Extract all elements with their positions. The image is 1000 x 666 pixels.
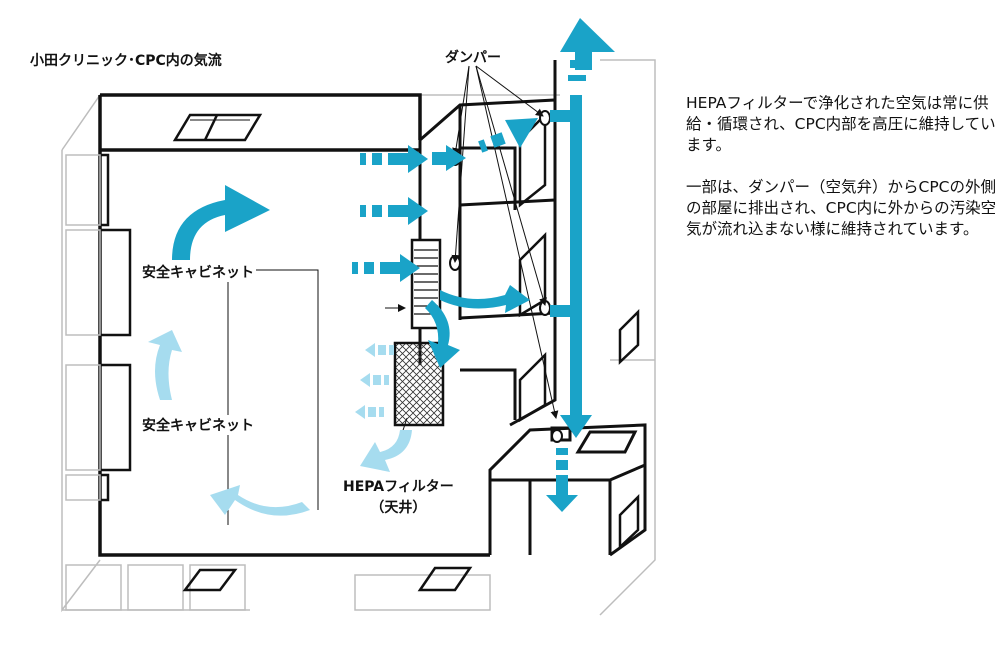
airflow-light-arrows [148, 330, 412, 516]
floor-hatches [182, 566, 473, 592]
hepa-filter-label-line1: HEPAフィルター [343, 479, 454, 495]
inner-doors [518, 111, 547, 423]
leader-lines [227, 65, 559, 525]
anteroom [488, 423, 647, 557]
outer-room [61, 59, 656, 616]
description-paragraph-2: 一部は、ダンパー（空気弁）からCPCの外側の部屋に排出され、CPC内に外からの汚… [686, 178, 997, 238]
hepa-filter-label: HEPAフィルター （天井） [343, 477, 454, 519]
left-wall-outlines [65, 154, 101, 501]
diagram-title: 小田クリニック･CPC内の気流 [30, 53, 222, 69]
safety-cabinet-label-2: 安全キャビネット [140, 415, 256, 435]
airflow-arrows [172, 18, 615, 512]
back-door [172, 113, 263, 142]
right-windows [618, 308, 640, 550]
hepa-filter-label-line2: （天井） [370, 500, 427, 516]
left-wall-cabinets [98, 153, 132, 502]
description: HEPAフィルターで浄化された空気は常に供給・循環され、CPC内部を高圧に維持し… [686, 93, 998, 261]
hepa-filter-ceiling [393, 341, 445, 427]
description-paragraph-1: HEPAフィルターで浄化された空気は常に供給・循環され、CPC内部を高圧に維持し… [686, 94, 996, 154]
damper-label: ダンパー [445, 50, 501, 66]
safety-cabinet-label-1: 安全キャビネット [140, 262, 256, 282]
